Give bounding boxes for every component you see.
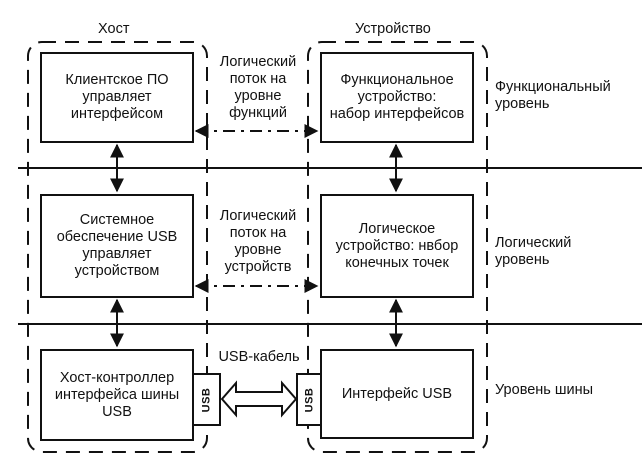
device-usb-port-label: USB	[303, 387, 316, 412]
logical-level-label: Логический уровень	[495, 235, 572, 268]
usb-system-software-box: Системное обеспечение USB управляет устр…	[40, 194, 194, 298]
device-title: Устройство	[355, 21, 431, 37]
client-software-box: Клиентское ПО управляет интерфейсом	[40, 52, 194, 143]
function-device-box: Функциональное устройство: набор интерфе…	[320, 52, 474, 143]
host-controller-box: Хост-контроллер интерфейса шины USB	[40, 349, 194, 441]
device-region-border	[307, 41, 488, 453]
bus-level-label: Уровень шины	[495, 382, 594, 398]
host-region-border	[27, 41, 208, 453]
usb-cable-arrow	[220, 380, 298, 418]
device-usb-port: USB	[296, 373, 322, 426]
logical-device-box: Логическое устройство: нвбор конечных то…	[320, 194, 474, 298]
host-usb-port: USB	[192, 373, 221, 426]
function-flow-label: Логический поток на уровне функций	[219, 54, 297, 121]
function-level-label: Функциональный уровень	[495, 79, 611, 112]
device-flow-label: Логический поток на уровне устройств	[219, 208, 297, 275]
usb-cable-label: USB-кабель	[218, 349, 300, 365]
host-usb-port-label: USB	[200, 387, 213, 412]
usb-interface-box: Интерфейс USB	[320, 349, 474, 439]
host-title: Хост	[98, 21, 130, 37]
